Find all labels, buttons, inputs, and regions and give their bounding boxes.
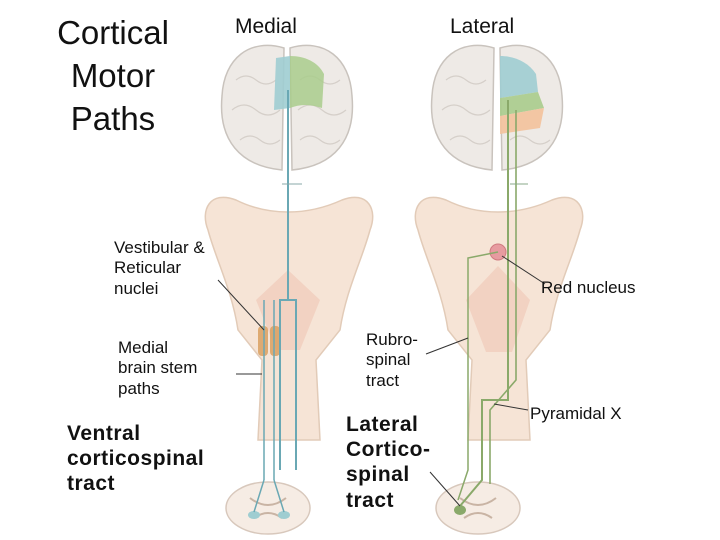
- red-nucleus-label: Red nucleus: [541, 278, 636, 297]
- medial-ventral-horn-right: [278, 511, 290, 519]
- medial-motor-area-green: [290, 56, 324, 108]
- medial-brain-stem-label: Medial brain stem paths: [118, 338, 198, 398]
- lateral-corticospinal-label: Lateral Cortico- spinal tract: [346, 413, 431, 512]
- rubrospinal-tract: [457, 251, 499, 501]
- slide-title: Cortical Motor Paths: [57, 14, 169, 137]
- medial-vestibular-nucleus-left: [258, 326, 268, 356]
- lateral-column-header: Lateral: [450, 15, 515, 38]
- leader-rubrospinal: [425, 337, 469, 355]
- lateral-diagram: [414, 44, 584, 535]
- lateral-corticospinal-tract: [459, 100, 509, 507]
- medial-tract-terminals: [253, 479, 285, 513]
- medial-column-header: Medial: [235, 15, 297, 38]
- leader-lines: [217, 255, 546, 507]
- vestibular-reticular-label: Vestibular & Reticular nuclei: [114, 238, 205, 298]
- medial-ventral-horn-left: [248, 511, 260, 519]
- ventral-corticospinal-label: Ventral corticospinal tract: [67, 422, 205, 496]
- leader-vestibular: [217, 279, 265, 331]
- medial-motor-area-blue: [274, 56, 290, 110]
- pyramidal-decussation-label: Pyramidal X: [530, 404, 622, 423]
- leader-lateral-cs: [429, 471, 461, 507]
- lateral-spinal-cord-section: [435, 481, 521, 535]
- lateral-motor-area-blue: [500, 56, 538, 98]
- medial-descending-tract: [279, 90, 297, 470]
- lateral-brain-gyri: [441, 75, 551, 145]
- lateral-brainstem-pyramid: [466, 266, 530, 352]
- medial-diagram: [204, 44, 374, 535]
- lateral-spinal-grey-matter: [459, 497, 497, 519]
- leader-red-nucleus: [501, 255, 546, 285]
- lateral-corticospinal-tract-2: [489, 110, 517, 484]
- medial-vestibular-nucleus-right: [270, 326, 280, 356]
- medial-spinal-cord-section: [225, 481, 311, 535]
- rubrospinal-label: Rubro- spinal tract: [366, 330, 418, 390]
- lateral-ventral-horn: [454, 505, 466, 515]
- lateral-motor-area-orange: [500, 108, 544, 134]
- leader-pyramidal-x: [493, 403, 529, 411]
